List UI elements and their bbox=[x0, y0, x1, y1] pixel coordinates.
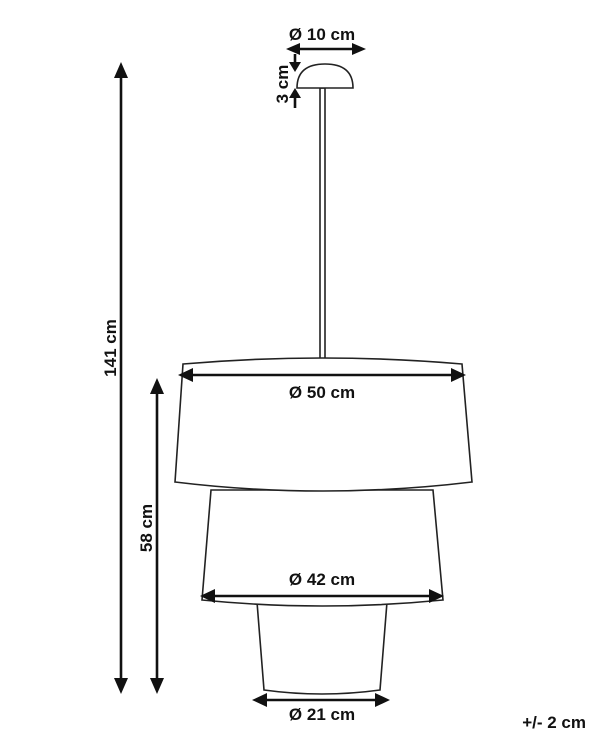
shade-height-label: 58 cm bbox=[137, 504, 156, 552]
canopy-diameter-arrow bbox=[286, 43, 366, 55]
middle-diameter-arrow bbox=[200, 589, 444, 603]
canopy-diameter-label: Ø 10 cm bbox=[289, 25, 355, 44]
middle-diameter-label: Ø 42 cm bbox=[289, 570, 355, 589]
ceiling-canopy bbox=[296, 63, 354, 89]
top-diameter-arrow bbox=[178, 368, 466, 382]
shade-height-arrow bbox=[150, 378, 164, 694]
middle-shade-tier bbox=[201, 489, 444, 607]
suspension-rod bbox=[319, 87, 326, 365]
bottom-shade-tier bbox=[256, 601, 388, 695]
canopy-height-label: 3 cm bbox=[273, 65, 292, 104]
bottom-diameter-arrow bbox=[252, 693, 390, 707]
tolerance-label: +/- 2 cm bbox=[522, 713, 586, 732]
top-diameter-label: Ø 50 cm bbox=[289, 383, 355, 402]
total-height-label: 141 cm bbox=[101, 319, 120, 377]
canopy-height-arrows bbox=[289, 54, 301, 108]
top-shade-tier bbox=[174, 357, 473, 492]
bottom-diameter-label: Ø 21 cm bbox=[289, 705, 355, 724]
total-height-arrow bbox=[114, 62, 128, 694]
